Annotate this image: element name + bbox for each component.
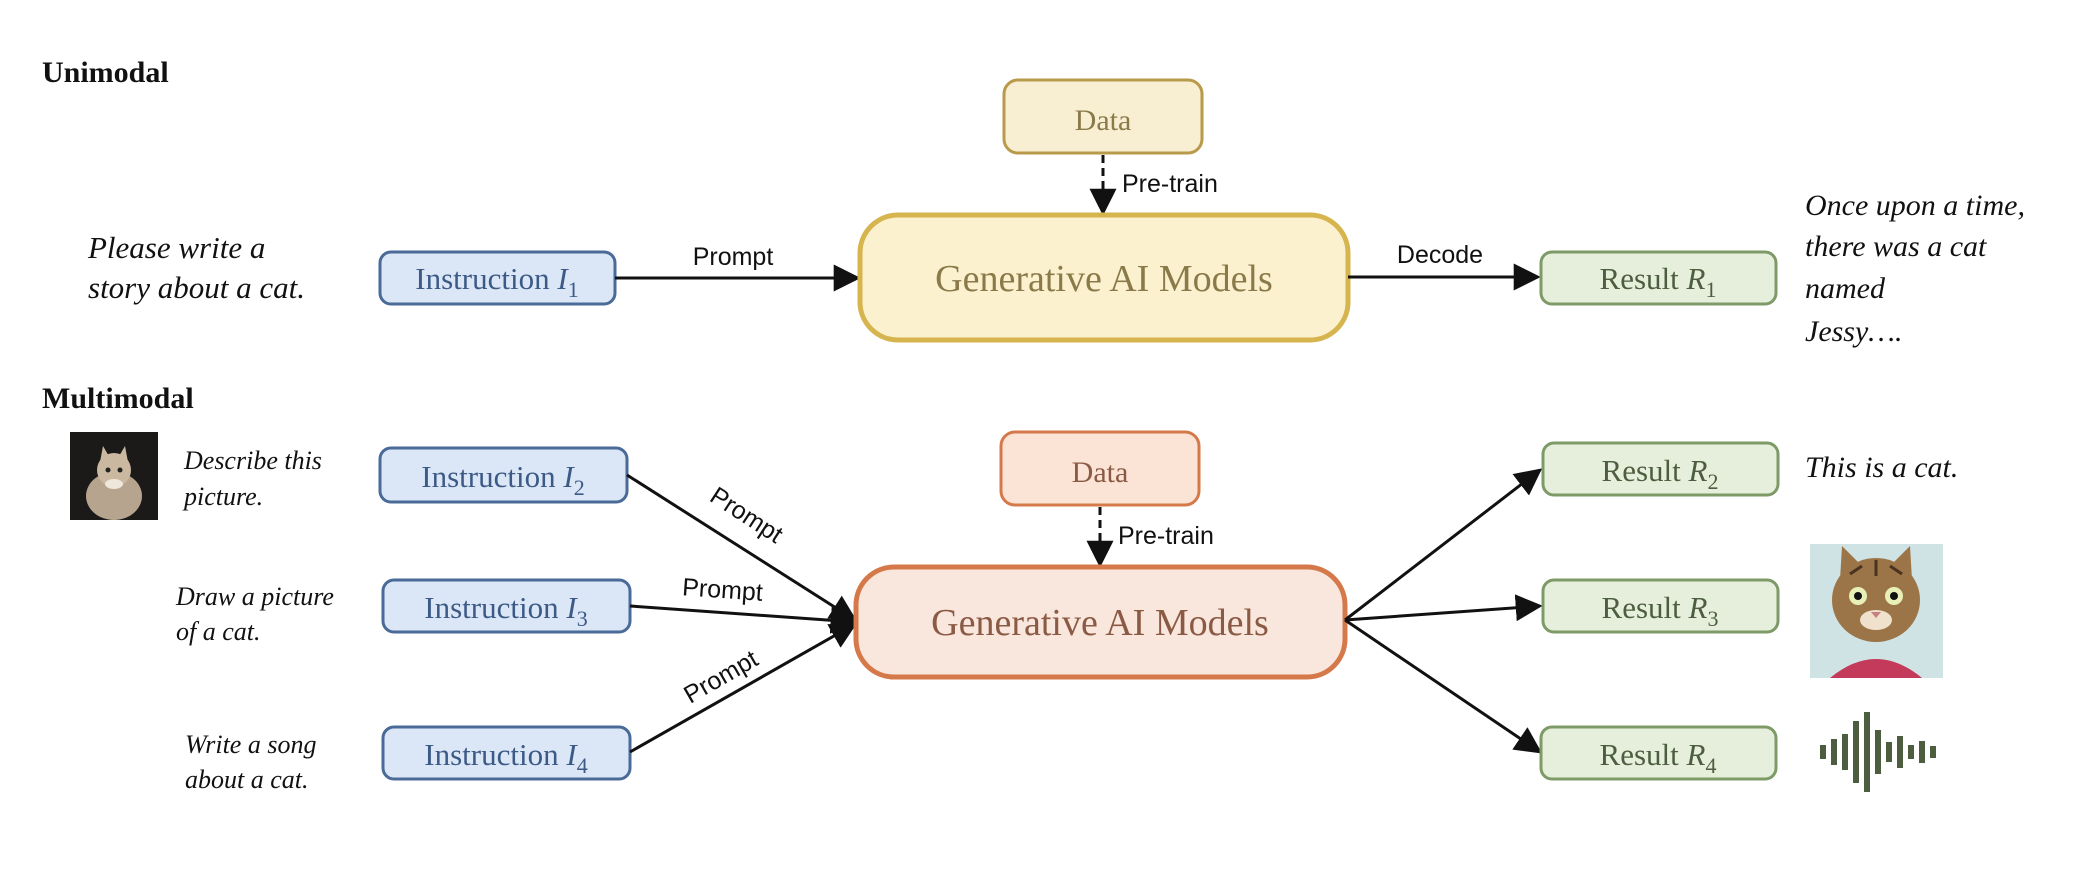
unimodal-pretrain-label: Pre-train xyxy=(1122,170,1218,198)
instruction-box-4: Instruction I4 xyxy=(381,725,632,781)
result-text-line-3: named xyxy=(1805,272,1886,305)
instruction-box-1: Instruction I1 xyxy=(378,250,617,306)
waveform-bar xyxy=(1886,742,1892,762)
result-1-label: Result R1 xyxy=(1600,261,1717,302)
cat-photo-icon xyxy=(70,432,158,520)
unimodal-decode-label: Decode xyxy=(1397,241,1483,269)
result-text-line-2: there was a cat xyxy=(1805,230,1987,263)
multimodal-output-arrow-2 xyxy=(1344,594,1543,622)
unimodal-result-text: Once upon a time, there was a cat named … xyxy=(1805,189,2025,348)
multimodal-output-arrow-3 xyxy=(1344,618,1543,754)
multimodal-result-text: This is a cat. xyxy=(1805,451,1958,484)
multimodal-prompt-arrow-2 xyxy=(629,604,858,634)
result-box-3: Result R3 xyxy=(1541,578,1780,634)
multimodal-model-label: Generative AI Models xyxy=(931,602,1269,644)
result-text-line-1: Once upon a time, xyxy=(1805,189,2025,222)
multimodal-prompt-text-3: Write a song about a cat. xyxy=(185,730,316,794)
multimodal-prompt-text-2: Draw a picture of a cat. xyxy=(175,582,334,646)
prompt-1-line-2: picture. xyxy=(182,482,263,511)
cat-drawing-icon xyxy=(1810,544,1943,678)
multimodal-model-box: Generative AI Models xyxy=(853,564,1348,680)
unimodal-prompt-line-1: Please write a xyxy=(87,230,265,265)
unimodal-model-box: Generative AI Models xyxy=(857,212,1351,343)
waveform-bar xyxy=(1875,730,1881,774)
waveform-bar xyxy=(1897,736,1903,768)
waveform-bar xyxy=(1820,745,1826,759)
result-2-label: Result R2 xyxy=(1602,453,1719,494)
multimodal-prompt-label-1: Prompt xyxy=(705,482,788,549)
result-4-label: Result R4 xyxy=(1600,737,1717,778)
instruction-4-label: Instruction I4 xyxy=(424,737,587,778)
waveform-bar xyxy=(1842,734,1848,770)
instruction-box-3: Instruction I3 xyxy=(381,578,632,634)
instruction-box-2: Instruction I2 xyxy=(378,446,629,504)
waveform-bar xyxy=(1919,741,1925,763)
multimodal-data-box: Data xyxy=(999,430,1201,507)
prompt-3-line-1: Write a song xyxy=(185,730,316,759)
section-title-multimodal: Multimodal xyxy=(42,382,194,415)
multimodal-output-arrow-1 xyxy=(1344,468,1543,622)
multimodal-pretrain-label: Pre-train xyxy=(1118,522,1214,550)
unimodal-prompt-text: Please write a story about a cat. xyxy=(87,230,305,305)
result-box-1: Result R1 xyxy=(1539,250,1778,306)
prompt-3-line-2: about a cat. xyxy=(185,765,309,794)
unimodal-model-label: Generative AI Models xyxy=(935,258,1273,300)
audio-waveform-icon xyxy=(1820,712,1936,792)
multimodal-prompt-arrow-1 xyxy=(626,473,858,622)
prompt-2-line-1: Draw a picture xyxy=(175,582,334,611)
result-box-2: Result R2 xyxy=(1541,441,1780,497)
unimodal-data-box: Data xyxy=(1002,78,1204,155)
prompt-2-line-2: of a cat. xyxy=(176,617,261,646)
multimodal-prompt-label-2: Prompt xyxy=(681,573,763,607)
result-box-4: Result R4 xyxy=(1539,725,1778,781)
section-title-unimodal: Unimodal xyxy=(42,56,169,89)
result-3-label: Result R3 xyxy=(1602,590,1719,631)
waveform-bar xyxy=(1908,745,1914,759)
prompt-1-line-1: Describe this xyxy=(183,446,322,475)
multimodal-data-label: Data xyxy=(1072,456,1129,489)
instruction-2-label: Instruction I2 xyxy=(421,459,584,500)
waveform-bar xyxy=(1930,746,1936,758)
waveform-bar xyxy=(1831,739,1837,765)
unimodal-prompt-label: Prompt xyxy=(693,243,774,271)
result-text-line-4: Jessy…. xyxy=(1805,315,1902,348)
waveform-bar xyxy=(1853,721,1859,783)
instruction-1-label: Instruction I1 xyxy=(415,261,578,302)
multimodal-prompt-text-1: Describe this picture. xyxy=(182,446,322,511)
multimodal-prompt-arrow-3 xyxy=(629,622,858,754)
waveform-bar xyxy=(1864,712,1870,792)
unimodal-prompt-line-2: story about a cat. xyxy=(88,270,305,305)
unimodal-data-label: Data xyxy=(1075,104,1132,137)
instruction-3-label: Instruction I3 xyxy=(424,590,587,631)
